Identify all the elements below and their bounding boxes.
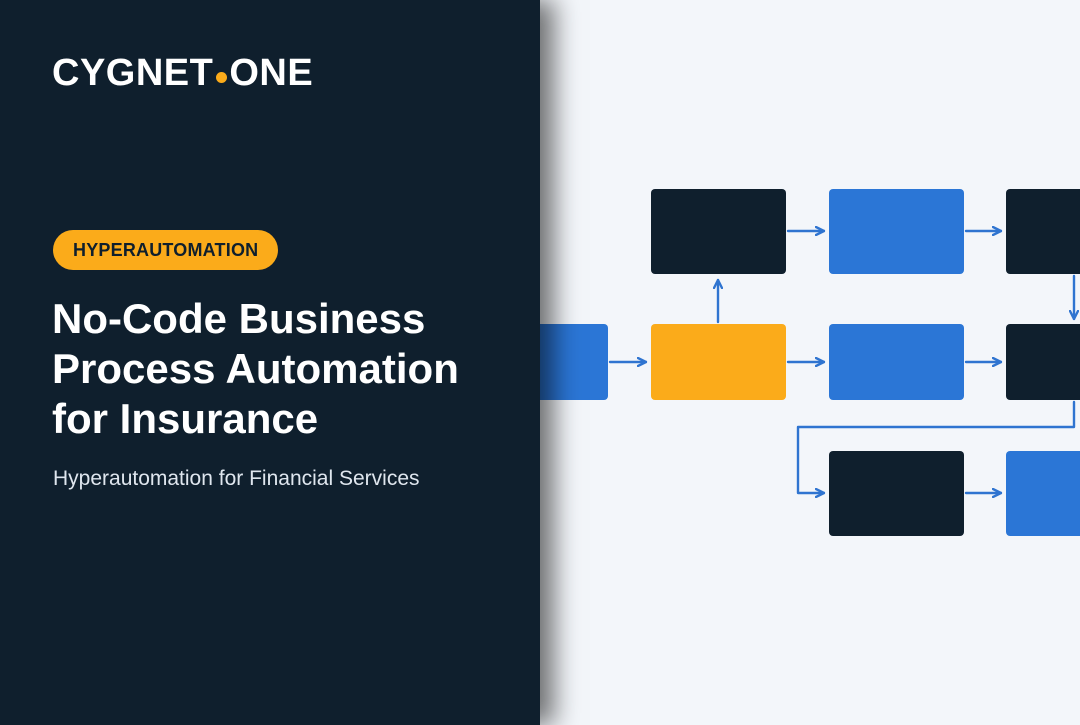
flow-box-dark [1006,324,1080,400]
hero-panel: CYGNET ONE HYPERAUTOMATION No-Code Busine… [0,0,540,725]
brand-logo[interactable]: CYGNET ONE [52,54,313,92]
title-line: Process Automation [52,345,459,392]
logo-dot-icon [216,72,228,83]
flow-box-blue [829,189,964,274]
flow-box-dark [829,451,964,536]
page-title: No-Code Business Process Automation for … [52,294,522,444]
flow-box-blue [1006,451,1080,536]
logo-text-prefix: CYGNET [52,52,214,94]
flow-box-dark [1006,189,1080,274]
logo-text-suffix: ONE [229,52,314,94]
flow-arrow [796,400,1076,493]
title-line: No-Code Business [52,295,426,342]
flow-box-dark [651,189,786,274]
category-tag: HYPERAUTOMATION [53,230,279,270]
flow-box-blue [829,324,964,400]
flow-box-yellow [651,324,786,400]
page-subtitle: Hyperautomation for Financial Services [53,467,420,490]
title-line: for Insurance [52,395,319,442]
